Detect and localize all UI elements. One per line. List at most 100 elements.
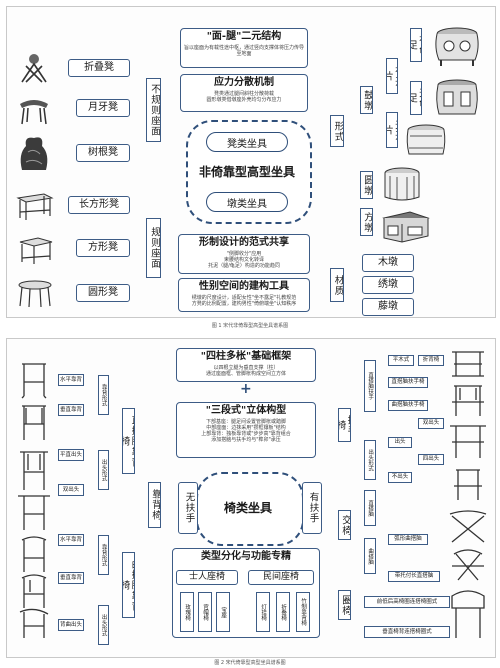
folk-item-0: 灯挂椅 [256, 592, 270, 632]
fushou-item-2: 直搭脑扶手椅 [388, 377, 428, 388]
folk-item-2: 竹制靠背椅 [296, 592, 310, 632]
kb-left-item-5: 垂直靠背 [58, 572, 84, 584]
material-item-1: 绣墩 [362, 276, 414, 294]
info-stress-desc: 凳类通过腿间斜柱分散荷载 圆形墩类借墩座外壳均匀分布应力 [206, 90, 282, 103]
with-openwork-node: 有开片 [386, 58, 398, 94]
info-three-section-desc: 下部基座：腿足间设置管脚枨或踏脚 中部座面：边抹采用"攒框镶板"结构 上部靠背：… [201, 418, 291, 444]
kb-left-item-1: 垂直靠背 [58, 404, 84, 416]
backrest-form-node-b: 靠背形式 [98, 535, 109, 575]
info-four-pillar: "四柱多枨"基础框架 以四根立腿为垂直支撑（柱） 通过座面框、管脚枨构成空间立方… [176, 348, 316, 382]
round-back-chair-node: 圈椅 [338, 590, 351, 620]
square-drum-illustration [382, 211, 430, 243]
info-stress-title: 应力分散机制 [214, 77, 274, 88]
drum-stool-turtle-feet-illustration [435, 27, 479, 66]
fushou-item-7: 不出头 [388, 472, 412, 483]
info-stress: 应力分散机制 凳类通过腿间斜柱分散荷载 圆形墩类借墩座外壳均匀分布应力 [180, 74, 308, 112]
end-form-node-b: 出头形式 [98, 605, 109, 645]
round-drum-node: 圆墩 [360, 171, 373, 199]
round-stool-illustration [18, 280, 52, 308]
pill-stool: 凳类坐具 [206, 132, 288, 152]
square-drum-node: 方墩 [360, 208, 373, 236]
jiaoyi-item-2: 弧形曲搭脑 [388, 534, 428, 545]
folk-item-1: 折叠椅 [276, 592, 290, 632]
left-item-5: 圆形凳 [76, 284, 130, 302]
info-form-desc: "侧脚收分"应用 束腰结构文化转译 托泥（腿/龟足）构造的功能趋同 [208, 250, 280, 270]
info-typology-title: 类型分化与功能专精 [201, 551, 291, 562]
info-form: 形制设计的范式共享 "侧脚收分"应用 束腰结构文化转译 托泥（腿/龟足）构造的功… [178, 234, 310, 274]
fushou-item-1: 折背椅 [418, 355, 444, 366]
hub-title-fig2: 椅类坐具 [223, 501, 272, 515]
info-form-title: 形制设计的范式共享 [199, 237, 289, 248]
straight-top-rail-node: 直搭脑靠背椅 [122, 408, 135, 474]
left-item-4: 方形凳 [76, 239, 130, 257]
kb-left-item-4: 水平靠背 [58, 534, 84, 546]
drum-stool-openwork-illustration [436, 79, 478, 115]
info-four-pillar-title: "四柱多枨"基础框架 [200, 351, 292, 362]
curved-top-rail-node: 曲搭脑靠背椅 [122, 552, 135, 618]
no-armrest-node: 无扶手 [178, 482, 198, 534]
folding-chair-node: 交椅 [338, 510, 351, 540]
end-form-node-c: 出头形式 [364, 440, 376, 480]
drum-stool-plain-illustration [406, 124, 446, 155]
info-four-pillar-desc: 以四根立腿为垂直支撑（柱） 通过座面框、管脚枨构成空间立方体 [205, 364, 286, 377]
plus-sign: + [240, 381, 252, 397]
jiaoyi-item-1: 曲搭脑 [364, 538, 376, 574]
jiaoyi-item-0: 直搭脑 [364, 490, 376, 526]
figure-2-caption: 图 2 宋代倚靠型高型坐具谱系图 [214, 660, 286, 666]
crescent-stool-illustration [20, 100, 48, 125]
quanyi-item-0: 前低后高椅圈连搭椅圈式 [364, 596, 450, 608]
drum-stool-node: 鼓墩 [360, 86, 373, 114]
tree-root-stool-illustration [20, 137, 48, 170]
armchair-node: 扶手椅 [338, 408, 351, 442]
fushou-item-3: 曲搭脑扶手椅 [388, 400, 428, 411]
regular-seat-group: 规则座面 [146, 218, 161, 278]
info-three-section-title: "三段式"立体构型 [205, 405, 287, 416]
scholar-item-0: 玫瑰椅 [180, 592, 194, 632]
square-stool-illustration [19, 237, 53, 264]
kb-left-item-6: 背曲出头 [58, 619, 84, 631]
info-typology: 类型分化与功能专精 [172, 548, 320, 638]
jiaoyi-item-3: 带托付长直搭脑 [388, 571, 440, 582]
with-turtle-feet-node: 有龟足 [410, 28, 422, 62]
folding-stool-illustration [21, 54, 47, 83]
info-gender: 性别空间的建构工具 绣墩的尺度设计，适配女性"坐不露足"礼教规范 方凳的比例配置… [178, 278, 310, 312]
fushou-item-0: 平木式 [388, 355, 414, 366]
info-gender-title: 性别空间的建构工具 [199, 281, 289, 292]
fushou-item-4: 出头 [388, 437, 412, 448]
round-drum-illustration [384, 167, 420, 201]
rectangular-stool-illustration [16, 193, 54, 220]
info-three-section: "三段式"立体构型 下部基座：腿足间设置管脚枨或踏脚 中部座面：边抹采用"攒框镶… [176, 402, 316, 458]
material-item-2: 藤墩 [362, 298, 414, 316]
material-node: 材质 [330, 268, 344, 302]
without-openwork-node: 无开片 [386, 112, 398, 148]
folk-chairs-header: 民间座椅 [248, 570, 314, 585]
backrest-chair-illustrations [18, 363, 50, 638]
info-structure: "面-腿"二元结构 旨以座面为有载性途中枢，通过竖向支撑体将压力传导至地面 [180, 28, 308, 68]
info-gender-desc: 绣墩的尺度设计，适配女性"坐不露足"礼教规范 方凳的比例配置，建构男性"倚俯端坐… [191, 294, 297, 307]
backrest-form-node-a: 靠背形式 [98, 375, 109, 415]
armchair-illustrations [449, 351, 487, 638]
left-item-3: 长方形凳 [68, 196, 130, 214]
info-structure-desc: 旨以座面为有载性途中枢，通过竖向支撑体将压力传导至地面 [184, 44, 305, 57]
left-item-2: 树根凳 [76, 144, 130, 162]
figure-1-caption: 图 1 宋代非倚靠型高型坐具谱系图 [211, 323, 289, 329]
kb-left-item-3: 双出头 [58, 484, 84, 496]
scholar-item-2: 宝座 [216, 592, 230, 632]
material-item-0: 木墩 [362, 254, 414, 272]
without-turtle-feet-node: 无龟足 [410, 81, 422, 115]
info-structure-title: "面-腿"二元结构 [206, 31, 282, 42]
fushou-item-6: 四出头 [418, 454, 444, 465]
hub-frame-fig2 [196, 472, 304, 546]
with-armrest-node: 有扶手 [302, 482, 322, 534]
kb-left-item-0: 水平靠背 [58, 374, 84, 386]
quanyi-item-1: 垂直椅背连搭椅圈式 [364, 626, 450, 638]
straight-rail-armrest-node: 直搭脑扶手 [364, 360, 376, 412]
scholar-item-1: 官帽椅 [198, 592, 212, 632]
irregular-seat-group: 不规则座面 [146, 78, 161, 142]
scholar-chairs-header: 士人座椅 [176, 570, 238, 585]
left-item-0: 折叠凳 [68, 59, 130, 77]
left-item-1: 月牙凳 [76, 99, 130, 117]
fushou-item-5: 双出头 [418, 418, 444, 429]
hub-title-fig1: 非倚靠型高型坐具 [198, 165, 295, 179]
kb-left-item-2: 平直出头 [58, 449, 84, 461]
